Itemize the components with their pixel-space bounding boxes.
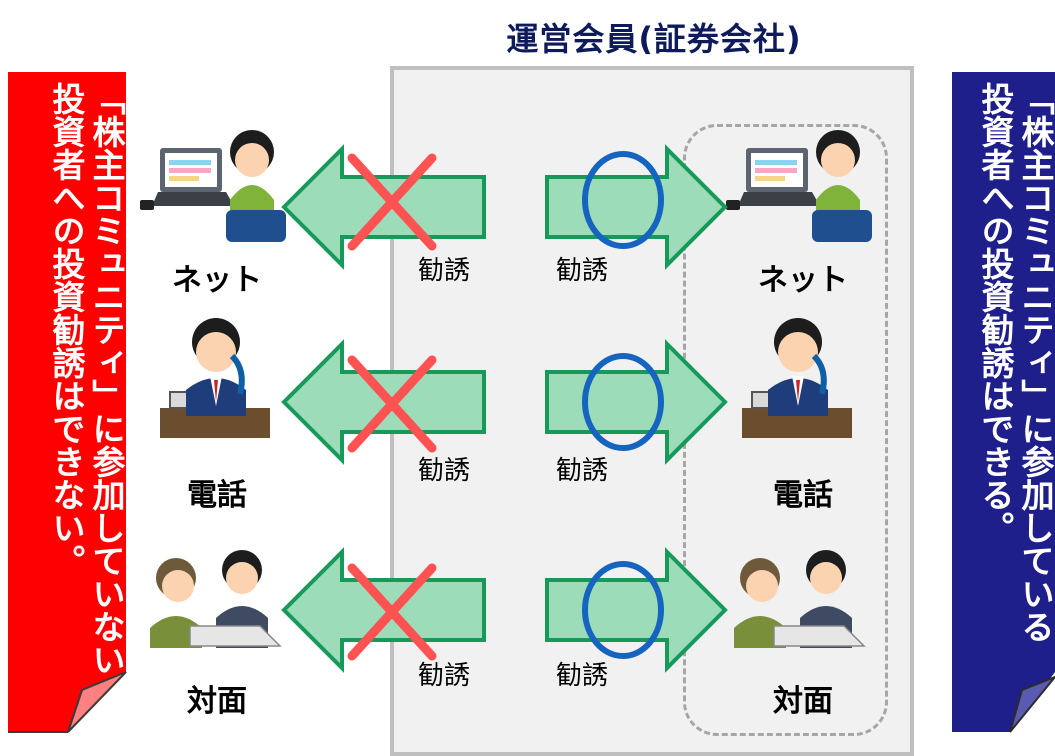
- cross-mark-face: [347, 563, 437, 661]
- face-user-left-illustration: [149, 549, 281, 649]
- right-arrow-net: [545, 147, 727, 267]
- channel-label-tel-left: 電話: [187, 478, 247, 513]
- left-banner-shape: [8, 72, 127, 733]
- net-user-left-illustration: [140, 130, 286, 242]
- left-banner-line2: 投資者への投資勧誘はできない。: [47, 82, 86, 577]
- net-user-right-illustration: [726, 130, 872, 242]
- channel-label-tel-right: 電話: [773, 478, 833, 513]
- tel-user-right-illustration: [742, 318, 852, 438]
- left-arrow-face: [282, 550, 486, 670]
- page-title: 運営会員(証券会社): [506, 20, 802, 58]
- right-banner-shape: [952, 72, 1055, 733]
- face-user-right-illustration: [733, 549, 865, 649]
- channel-label-net-left: ネット: [172, 263, 262, 298]
- channel-label-net-right: ネット: [758, 263, 848, 298]
- right-banner-line1: 「株主コミュニティ」に参加している: [1016, 82, 1055, 643]
- solicit-label-face-right: 勧誘: [556, 661, 609, 691]
- solicit-label-tel-left: 勧誘: [418, 456, 471, 486]
- right-banner: 「株主コミュニティ」に参加している 投資者への投資勧誘はできる。: [952, 72, 1055, 733]
- tel-user-left-illustration: [160, 318, 270, 438]
- left-arrow-tel: [282, 342, 486, 462]
- circle-mark-face: [582, 561, 664, 659]
- cross-mark-net: [347, 153, 437, 251]
- row-tel: [160, 318, 852, 462]
- channel-label-face-right: 対面: [773, 684, 833, 719]
- cross-mark-tel: [347, 355, 437, 453]
- solicit-label-face-left: 勧誘: [418, 661, 471, 691]
- left-banner: 「株主コミュニティ」に参加していない 投資者への投資勧誘はできない。: [8, 72, 127, 733]
- right-banner-line2: 投資者への投資勧誘はできる。: [976, 82, 1015, 544]
- solicit-label-net-left: 勧誘: [418, 256, 471, 286]
- channel-label-face-left: 対面: [187, 684, 247, 719]
- solicit-label-tel-right: 勧誘: [556, 456, 609, 486]
- circle-mark-tel: [582, 353, 664, 451]
- solicit-label-net-right: 勧誘: [556, 256, 609, 286]
- row-face: [149, 549, 865, 670]
- row-net: [140, 130, 872, 267]
- circle-mark-net: [582, 151, 664, 249]
- left-banner-line1: 「株主コミュニティ」に参加していない: [87, 82, 126, 676]
